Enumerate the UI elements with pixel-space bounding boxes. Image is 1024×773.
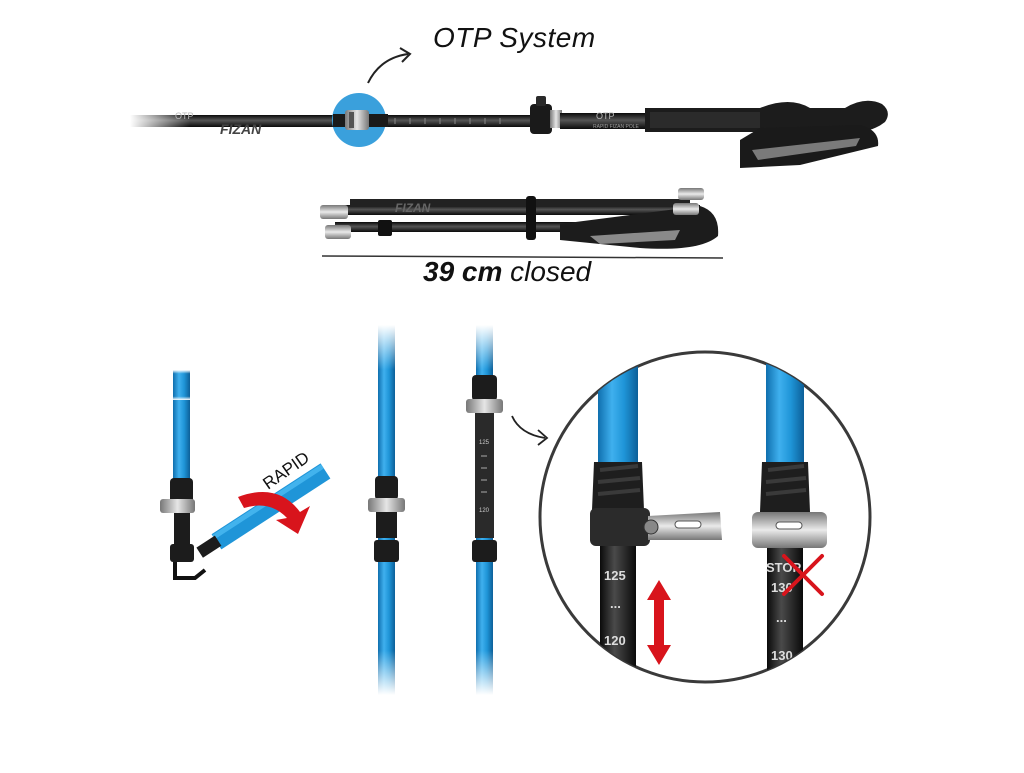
length-ticks	[394, 118, 501, 124]
shaft-fade	[130, 115, 190, 127]
rotate-arrow-icon	[238, 492, 310, 534]
curved-arrow-icon	[367, 53, 409, 84]
closed-length-value: 39 cm	[423, 256, 503, 287]
middle-clamp	[530, 104, 552, 134]
rapid-pole: RAPID	[160, 370, 331, 580]
otp-logo-small: OTP	[175, 111, 194, 121]
middle-pole-closed	[368, 325, 405, 695]
length-rule	[321, 255, 724, 259]
brand-text: FIZAN	[220, 121, 262, 137]
svg-text:...: ...	[610, 596, 621, 611]
grip-text: RAPID FIZAN POLE	[593, 124, 640, 130]
middle-pole-adjusted: 125 120	[466, 325, 503, 695]
svg-text:OTP: OTP	[596, 111, 615, 121]
lever-closed	[752, 512, 827, 548]
double-arrow-icon	[647, 580, 671, 665]
lever-housing-open	[590, 508, 650, 546]
pole-shaft-upper	[560, 113, 650, 129]
zoom-arrow-icon	[511, 415, 546, 439]
svg-text:...: ...	[776, 610, 787, 625]
closed-length-caption: 39 cm closed	[423, 256, 591, 288]
closed-length-suffix: closed	[502, 256, 592, 287]
otp-clamp-top	[345, 110, 369, 130]
mark-130: 130	[771, 648, 793, 663]
cross-icon	[782, 554, 824, 596]
svg-text:FIZAN: FIZAN	[395, 201, 431, 215]
zoom-detail: 125 ... 120 STOP 130 ... 130	[538, 350, 872, 684]
mark-125: 125	[604, 568, 626, 583]
closed-pole: FIZAN	[320, 188, 719, 249]
extended-pole: FIZAN OTP OTP RAPID FIZAN POLE	[130, 93, 888, 168]
mark-120: 120	[604, 633, 626, 648]
otp-system-label: OTP System	[433, 22, 596, 53]
